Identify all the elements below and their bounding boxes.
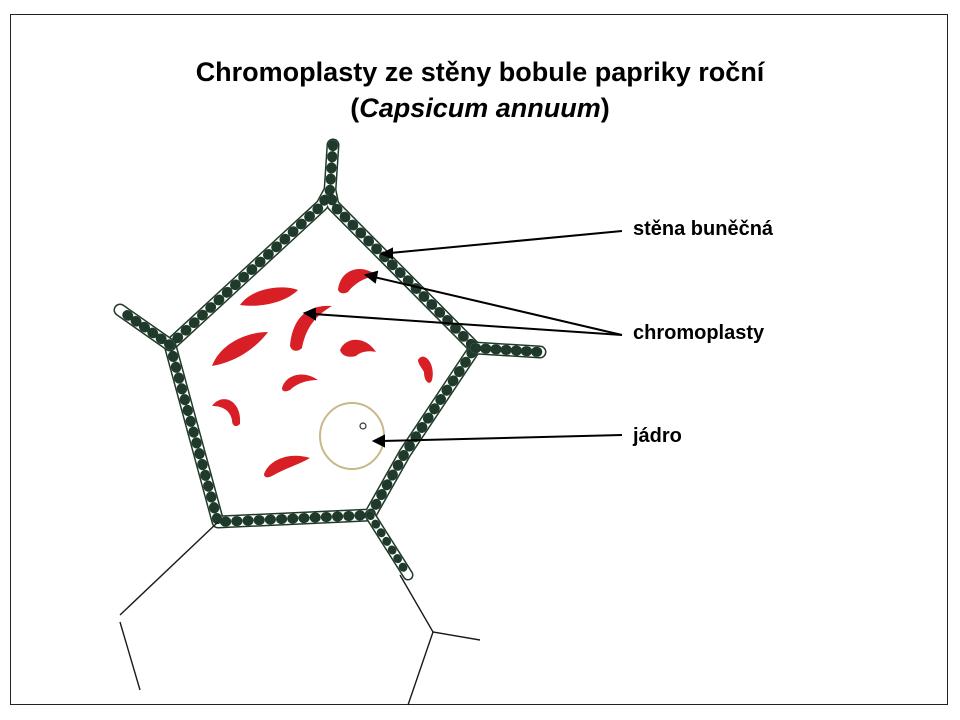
diagram-title: Chromoplasty ze stěny bobule papriky roč… <box>0 54 960 126</box>
leader-lines <box>302 230 623 448</box>
chromoplast <box>240 287 298 306</box>
slide-frame <box>10 14 948 705</box>
nucleolus <box>359 422 367 430</box>
chromoplast <box>418 356 433 383</box>
nucleus <box>319 402 385 470</box>
chromoplast <box>290 305 332 351</box>
label-chromoplasts: chromoplasty <box>633 322 765 344</box>
label-nucleus: jádro <box>633 425 682 447</box>
title-line-2: (Capsicum annuum) <box>350 93 610 123</box>
title-line-1: Chromoplasty ze stěny bobule papriky roč… <box>195 57 765 87</box>
cell-wall <box>113 138 547 581</box>
chromoplast <box>282 374 318 392</box>
chromoplast <box>212 332 268 366</box>
label-cell-wall: stěna buněčná <box>633 218 774 240</box>
species-name: Capsicum annuum <box>359 93 601 123</box>
chromoplast <box>212 399 241 427</box>
chromoplast <box>264 455 310 478</box>
chromoplast <box>340 339 376 357</box>
neighbour-cell-walls <box>119 521 481 706</box>
